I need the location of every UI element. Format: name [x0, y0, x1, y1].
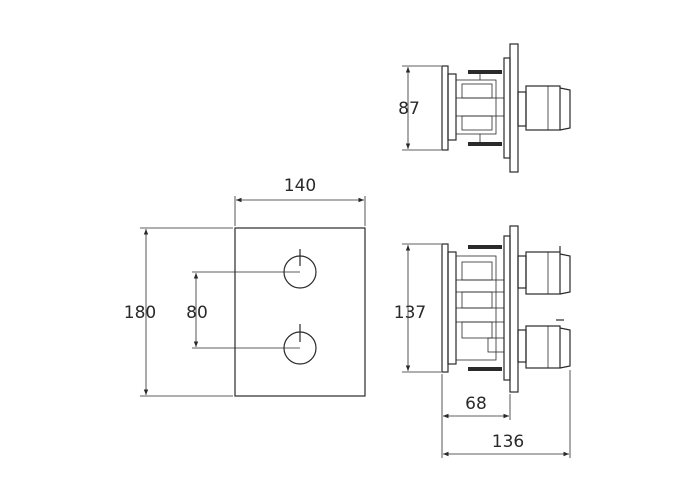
- dimension-side-height: 137: [394, 243, 441, 373]
- label-depth-total: 136: [492, 432, 524, 452]
- bottom-clip-lower: [468, 367, 502, 371]
- bottom-side-view: 137 68 136: [394, 225, 571, 458]
- bottom-clip-upper: [468, 245, 502, 249]
- dimension-depth-total: 136: [443, 370, 571, 458]
- front-view: 140 180 80: [124, 176, 366, 397]
- top-side-view: 87: [398, 43, 571, 173]
- label-front-width: 140: [284, 176, 316, 196]
- dimension-valve-spacing: 80: [186, 273, 208, 347]
- top-clip-upper: [468, 70, 502, 74]
- label-depth-body: 68: [465, 394, 487, 414]
- bottom-side-lower-handle: [525, 325, 561, 369]
- label-valve-spacing: 80: [186, 303, 208, 323]
- lower-handle-knob: [192, 324, 317, 365]
- label-side-height: 137: [394, 303, 426, 323]
- top-clip-lower: [468, 142, 502, 146]
- dimension-top-side-height: 87: [398, 65, 441, 151]
- dimension-front-width: 140: [234, 176, 366, 226]
- top-side-handle: [525, 85, 561, 131]
- label-top-side-height: 87: [398, 99, 420, 119]
- label-front-height: 180: [124, 303, 156, 323]
- dimension-depth-body: 68: [441, 374, 511, 458]
- front-plate: [234, 227, 366, 397]
- top-side-plate: [509, 43, 519, 173]
- bottom-side-upper-handle: [525, 251, 561, 295]
- dimension-front-height: 180: [124, 227, 233, 397]
- bottom-side-plate: [509, 225, 519, 393]
- upper-handle-knob: [192, 249, 317, 289]
